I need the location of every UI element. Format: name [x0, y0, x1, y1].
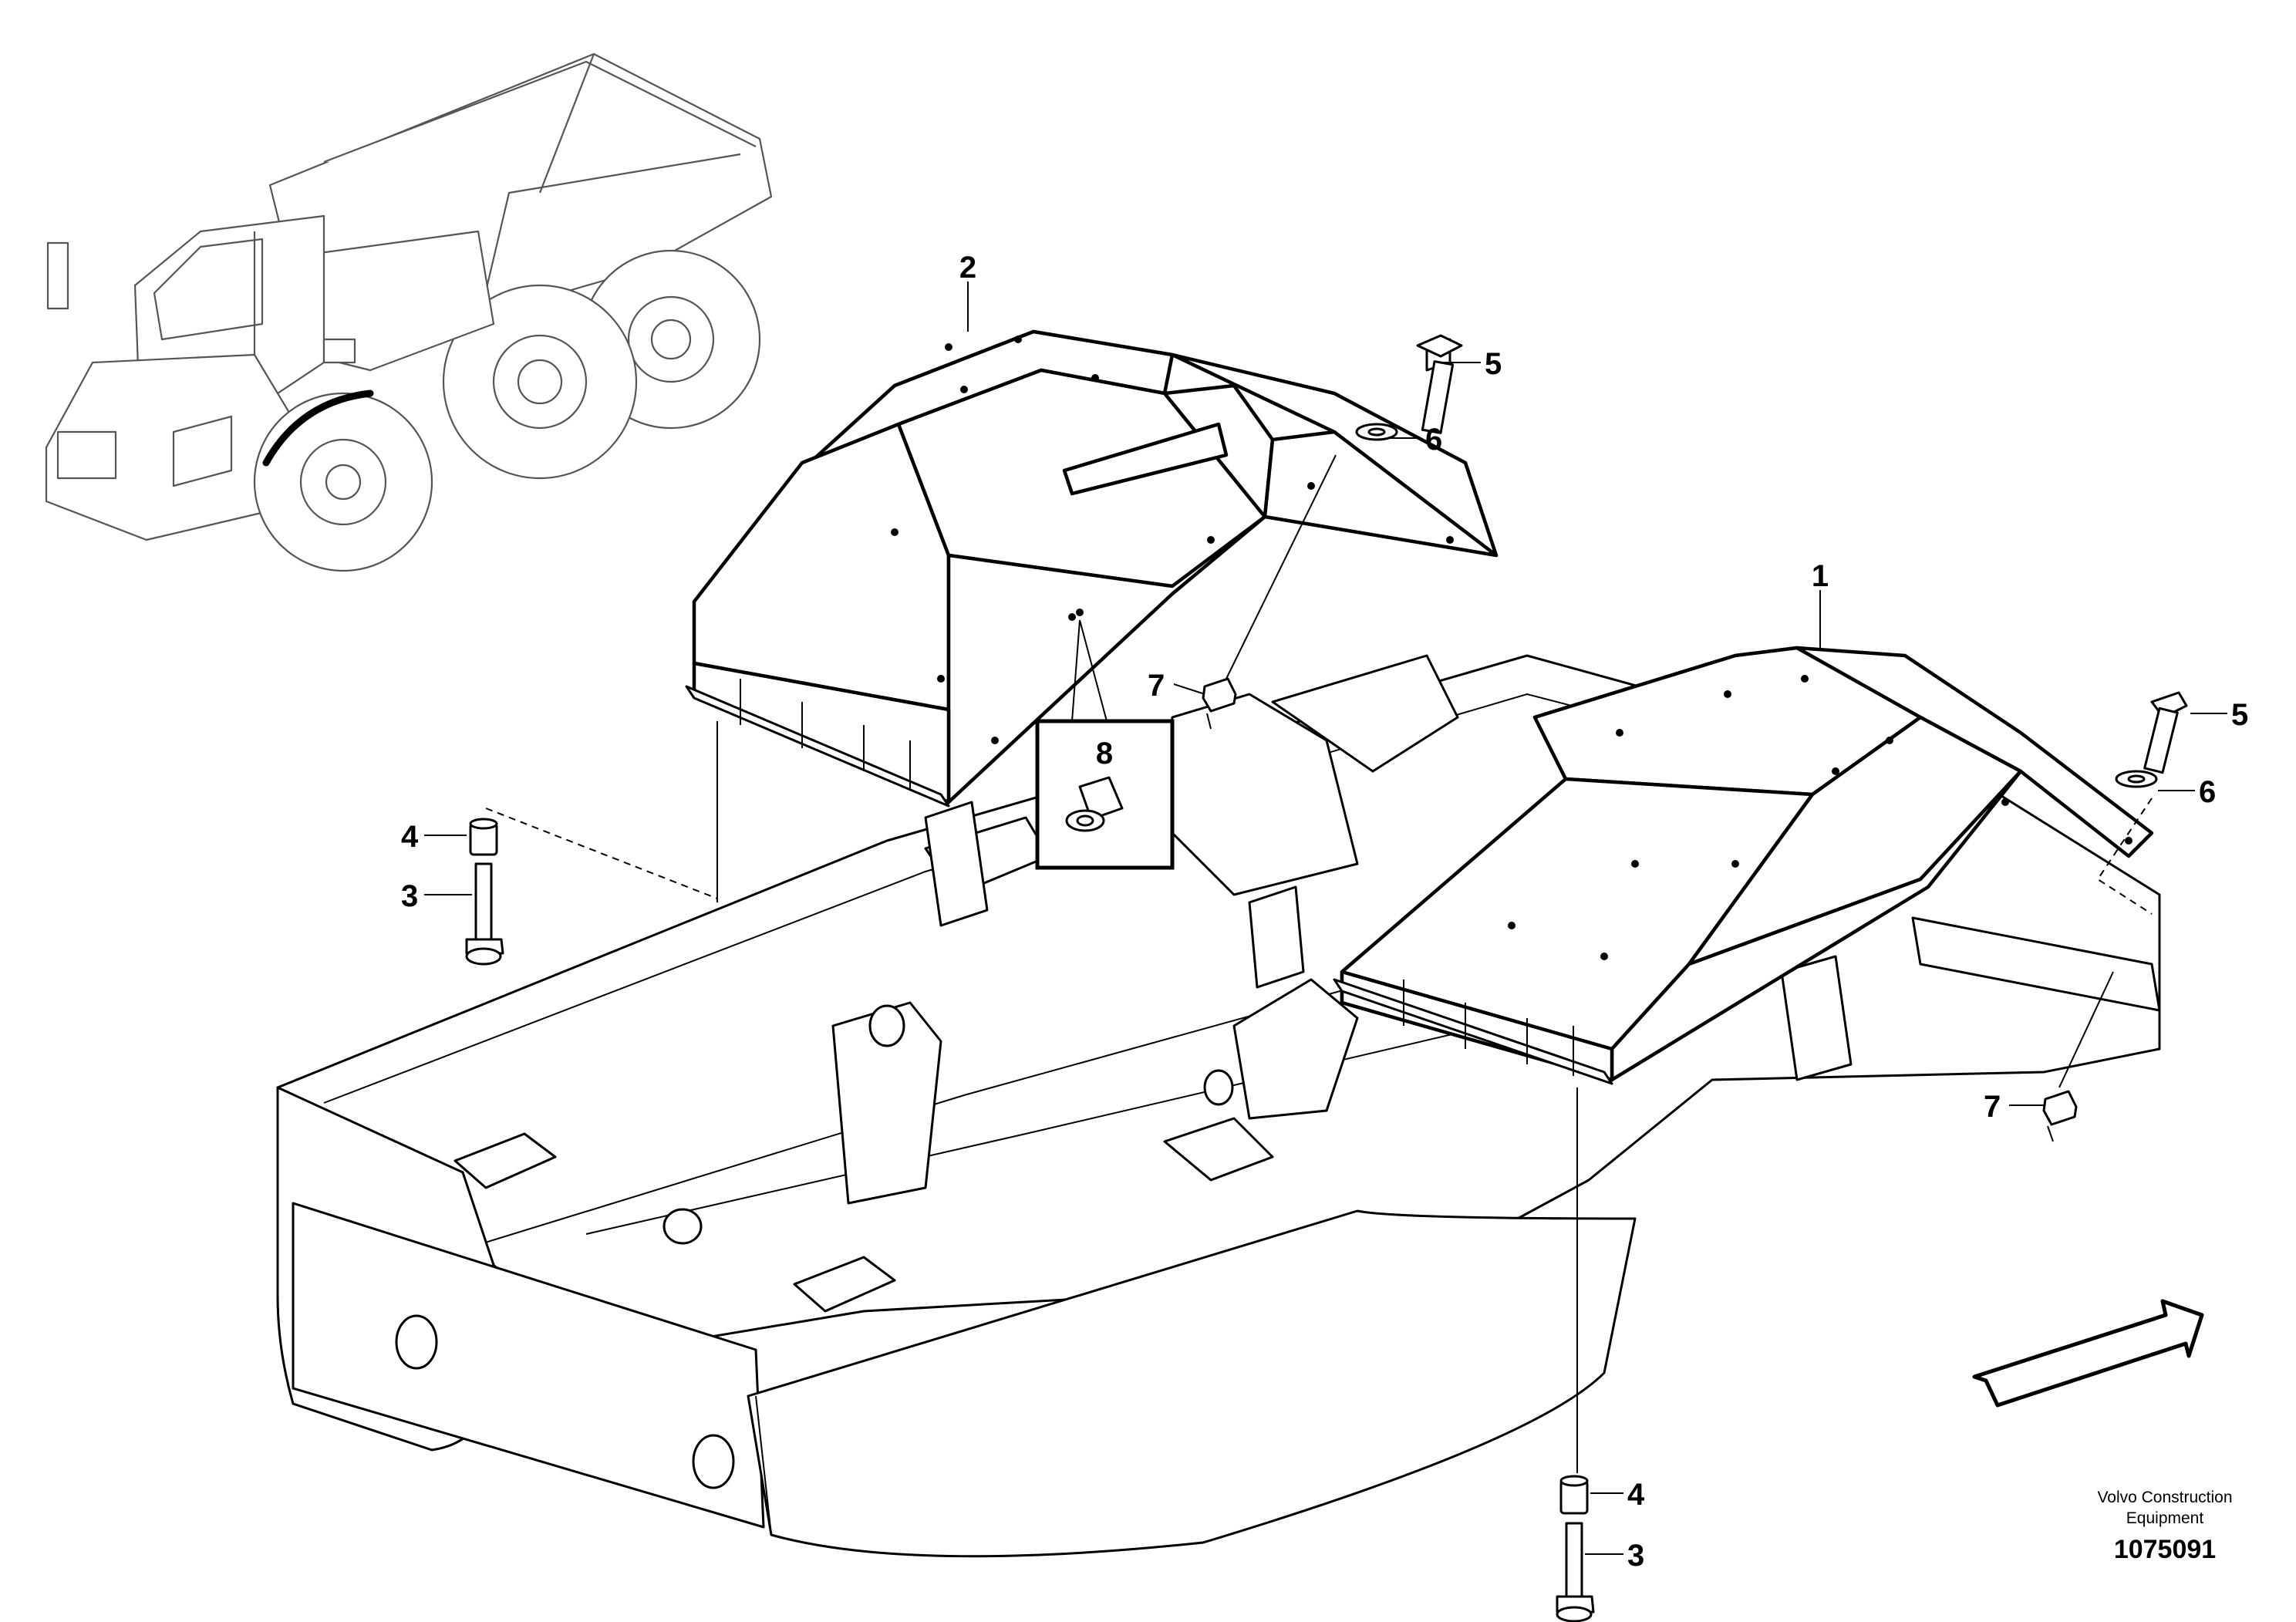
bolt-5-upper: [1416, 334, 1463, 434]
spacer-4-left: [469, 818, 498, 856]
bolt-3-left: [465, 862, 504, 966]
mudguard-part-2: [685, 329, 1499, 808]
forward-direction-arrow: [1972, 1299, 2204, 1408]
callout-6-upper: 6: [1425, 423, 1442, 457]
callout-4-bottom: 4: [1627, 1478, 1645, 1512]
callout-2: 2: [959, 251, 976, 285]
callout-4-left: 4: [401, 820, 419, 854]
spacer-4-bottom: [1559, 1475, 1589, 1515]
bolt-3-bottom: [1556, 1522, 1595, 1622]
callout-1: 1: [1812, 559, 1829, 593]
mudguard-part-1: [1333, 646, 2154, 1085]
callout-7-right: 7: [1984, 1090, 2001, 1124]
callout-3-left: 3: [401, 879, 418, 913]
callout-7-upper: 7: [1148, 669, 1165, 703]
truck-overview-illustration: [45, 52, 773, 572]
nut-7-upper: [1202, 677, 1237, 730]
callout-5-upper: 5: [1485, 347, 1502, 381]
nut-7-right: [2042, 1090, 2078, 1142]
brand-line-1: Volvo Construction: [2097, 1489, 2232, 1506]
detail-inset-item-8: [1035, 609, 1175, 870]
assembly-guide-lines: [485, 454, 2153, 1473]
washer-6-right: [2115, 770, 2158, 788]
callout-5-right: 5: [2231, 698, 2248, 732]
brand-line-2: Equipment: [2126, 1509, 2204, 1527]
sleeve-8: [1065, 776, 1124, 832]
bolt-5-right: [2143, 691, 2188, 774]
callout-6-right: 6: [2199, 775, 2216, 809]
callout-3-bottom: 3: [1627, 1539, 1644, 1573]
drawing-part-number: 1075091: [2114, 1535, 2216, 1564]
callout-8: 8: [1096, 737, 1113, 771]
washer-6-upper: [1355, 423, 1398, 441]
callout-leaders: [424, 282, 2227, 1555]
